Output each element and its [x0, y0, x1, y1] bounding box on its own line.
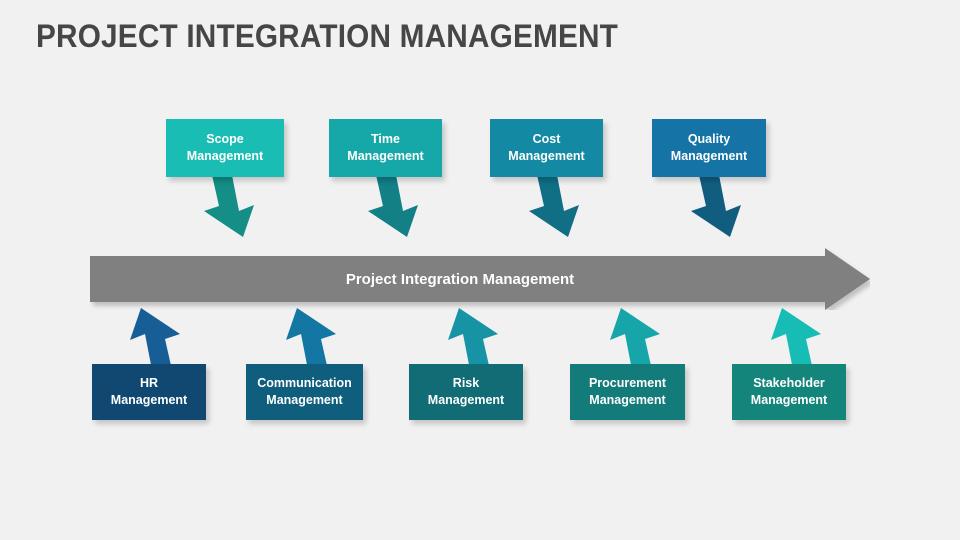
top-box-quality-line2: Management — [670, 149, 748, 163]
top-box-scope-line1: Scope — [206, 132, 244, 147]
bottom-box-hr-line1: HR — [139, 376, 159, 391]
top-box-scope-management[interactable]: Scope Management — [166, 119, 284, 177]
banner-arrow-shape — [90, 248, 870, 310]
top-box-cost-line1: Cost — [532, 132, 561, 147]
down-arrow-cost-icon — [529, 175, 579, 237]
bottom-box-communication-line1: Communication — [257, 376, 352, 391]
top-box-cost-line2: Management — [508, 149, 585, 163]
bottom-box-risk-management[interactable]: Risk Management — [409, 364, 523, 420]
bottom-box-risk-line2: Management — [427, 393, 505, 407]
bottom-box-stakeholder-line2: Management — [750, 393, 828, 407]
bottom-box-procurement-management[interactable]: Procurement Management — [570, 364, 685, 420]
top-box-time-line2: Management — [347, 149, 424, 163]
down-arrow-time-icon — [368, 175, 418, 237]
top-box-cost-management[interactable]: Cost Management — [490, 119, 603, 177]
up-arrow-risk-icon — [448, 308, 498, 370]
down-arrow-quality-icon — [691, 175, 741, 237]
bottom-box-stakeholder-management[interactable]: Stakeholder Management — [732, 364, 846, 420]
page-title: PROJECT INTEGRATION MANAGEMENT — [36, 18, 619, 54]
bottom-box-hr-line2: Management — [110, 393, 188, 407]
bottom-box-procurement-line2: Management — [589, 393, 666, 407]
bottom-box-stakeholder-line1: Stakeholder — [753, 376, 825, 391]
up-arrow-procurement-icon — [610, 308, 660, 370]
up-arrow-communication-icon — [286, 308, 336, 370]
bottom-box-procurement-line1: Procurement — [588, 376, 667, 391]
up-arrow-stakeholder-icon — [771, 308, 821, 370]
bottom-box-risk-line1: Risk — [452, 376, 480, 391]
top-box-scope-line2: Management — [186, 149, 264, 163]
bottom-box-communication-management[interactable]: Communication Management — [246, 364, 363, 420]
bottom-box-communication-line2: Management — [266, 393, 343, 407]
down-arrow-scope-icon — [204, 175, 254, 237]
up-arrow-hr-icon — [130, 308, 180, 370]
top-box-time-management[interactable]: Time Management — [329, 119, 442, 177]
bottom-box-hr-management[interactable]: HR Management — [92, 364, 206, 420]
top-box-time-line1: Time — [371, 132, 400, 147]
top-box-quality-management[interactable]: Quality Management — [652, 119, 766, 177]
top-box-quality-line1: Quality — [687, 132, 731, 147]
